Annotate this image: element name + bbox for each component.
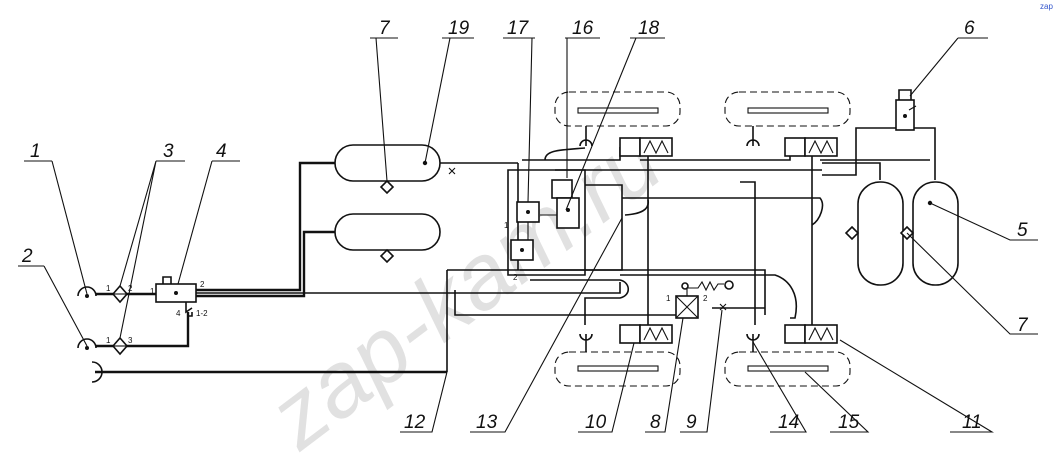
brake-chamber-front-right (746, 126, 838, 157)
callout-19: 19 (448, 18, 470, 39)
brake-chamber-rear-right (746, 324, 838, 352)
callout-5: 5 (1017, 220, 1028, 241)
svg-text:1: 1 (106, 284, 111, 293)
svg-text:2: 2 (200, 280, 205, 289)
wheel-rear-right (724, 351, 851, 387)
svg-text:1: 1 (150, 287, 155, 296)
callout-7-right: 7 (1017, 315, 1029, 336)
callout-16: 16 (572, 18, 594, 39)
valve-8: 1 2 (666, 280, 734, 319)
svg-text:zap-kam.ru: zap-kam.ru (250, 110, 680, 457)
coupling-head-control (91, 361, 103, 383)
valve-17 (510, 201, 540, 261)
leader-lines (18, 37, 1038, 433)
valve-18: 1 2 (504, 179, 580, 282)
coupling-head-2 (77, 338, 97, 350)
brake-chamber-rear-left (579, 324, 673, 352)
svg-text:1: 1 (666, 294, 671, 303)
callout-12: 12 (404, 412, 426, 433)
svg-text:1-2: 1-2 (196, 309, 208, 318)
callout-13: 13 (476, 412, 498, 433)
callout-10: 10 (585, 412, 607, 433)
pipe-network (95, 127, 936, 374)
svg-text:3: 3 (128, 336, 133, 345)
callout-labels: 1 2 3 4 5 6 7 7 8 9 10 11 12 13 14 15 16… (21, 18, 1029, 433)
wheel-rear-left (554, 351, 681, 387)
callout-18: 18 (638, 18, 660, 39)
air-tank-19 (334, 144, 456, 195)
svg-text:2: 2 (513, 273, 518, 282)
callout-7-top: 7 (379, 18, 391, 39)
wheel-front-right (724, 91, 851, 127)
callout-15: 15 (838, 412, 860, 433)
control-valve-4: 1 2 4 1-2 (150, 276, 208, 318)
valve-6 (895, 89, 917, 131)
air-tank-5a (844, 181, 904, 286)
air-tank-5b (899, 181, 959, 286)
callout-9: 9 (686, 412, 697, 433)
corner-mark: zap (1040, 2, 1053, 11)
coupling-head-1 (77, 286, 97, 298)
callout-3: 3 (163, 141, 174, 162)
callout-8: 8 (650, 412, 661, 433)
air-tank-secondary (334, 213, 441, 264)
callout-4: 4 (216, 141, 227, 162)
callout-2: 2 (21, 246, 33, 267)
callout-14: 14 (778, 412, 799, 433)
svg-text:2: 2 (703, 294, 708, 303)
callout-17: 17 (507, 18, 530, 39)
brake-chamber-front-left (579, 126, 673, 157)
wheel-front-left (554, 91, 681, 127)
watermark: zap-kam.ru (250, 110, 680, 457)
svg-text:4: 4 (176, 309, 181, 318)
callout-6: 6 (964, 18, 975, 39)
svg-text:1: 1 (106, 336, 111, 345)
callout-11: 11 (962, 412, 982, 433)
line-filter-lower: 1 3 (106, 336, 133, 356)
svg-text:1: 1 (504, 221, 509, 230)
callout-1: 1 (30, 141, 41, 162)
